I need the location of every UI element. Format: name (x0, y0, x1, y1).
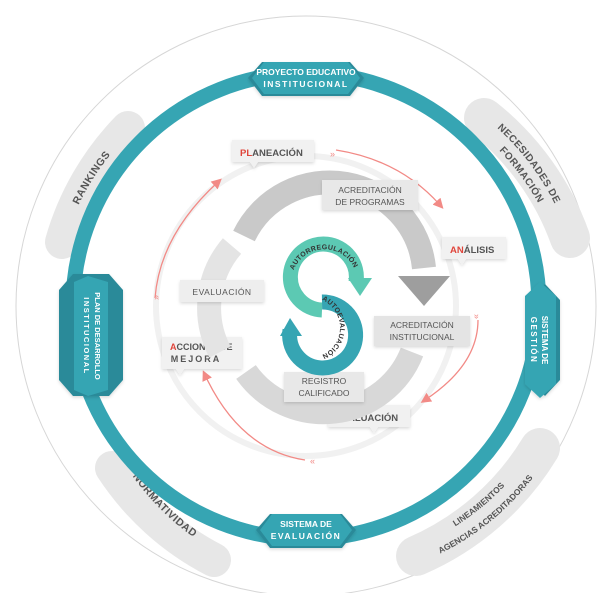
hub-right-line2: GESTIÓN (529, 317, 538, 364)
acred-programas-line1: ACREDITACIÓN (338, 185, 402, 195)
label-analisis: ANÁLISIS (442, 237, 506, 265)
double-chevron-icon: » (151, 295, 161, 300)
registro-line1: REGISTRO (302, 376, 347, 386)
acred-institucional-line1: ACREDITACIÓN (390, 320, 454, 330)
inner-label-acreditacion-programas: ACREDITACIÓN DE PROGRAMAS (322, 180, 418, 210)
double-chevron-icon: » (330, 149, 335, 159)
registro-line2: CALIFICADO (298, 388, 349, 398)
mint-arrowhead-icon (348, 278, 372, 296)
hub-top-line1: PROYECTO EDUCATIVO (256, 67, 356, 77)
inner-label-evaluacion: EVALUACIÓN (180, 280, 264, 302)
hub-bottom-line1: SISTEMA DE (280, 519, 332, 529)
acred-institucional-line2: INSTITUCIONAL (390, 332, 455, 342)
hub-bottom-badge: SISTEMA DE EVALUACIÓN (256, 514, 356, 548)
hub-top-badge: PROYECTO EDUCATIVO INSTITUCIONAL (248, 62, 364, 96)
label-planeacion: PLANEACIÓN (232, 140, 314, 168)
hub-bottom-line2: EVALUACIÓN (271, 530, 342, 541)
hub-top-line2: INSTITUCIONAL (263, 79, 348, 89)
hub-right-badge: SISTEMA DE GESTIÓN (525, 282, 560, 398)
arrow-analisis-evaluacion (420, 319, 479, 403)
inner-evaluacion-text: EVALUACIÓN (192, 287, 251, 297)
analisis-text: ANÁLISIS (450, 245, 494, 256)
planeacion-text: PLANEACIÓN (240, 147, 303, 159)
inner-label-registro: REGISTRO CALIFICADO (284, 372, 364, 402)
hub-left-line2: INSTITUCIONAL (82, 297, 91, 374)
double-chevron-icon: « (310, 456, 315, 466)
acciones-text-line2: MEJORA (171, 354, 222, 364)
gray-arrowhead-icon (398, 276, 450, 306)
cycle-arrows: » » « » (151, 149, 482, 466)
arrow-evaluacion-acciones (202, 370, 306, 461)
hub-right-line1: SISTEMA DE (540, 316, 549, 365)
outer-thin-ring (15, 15, 597, 593)
hub-left-badge: PLAN DE DESARROLLO INSTITUCIONAL (59, 274, 123, 396)
arrow-acciones-planeacion (154, 178, 222, 299)
inner-label-acreditacion-institucional: ACREDITACIÓN INSTITUCIONAL (374, 316, 470, 346)
hub-left-line1: PLAN DE DESARROLLO (93, 292, 102, 380)
acred-programas-line2: DE PROGRAMAS (335, 197, 405, 207)
arrow-planeacion-analisis (335, 149, 444, 209)
double-chevron-icon: » (472, 314, 482, 319)
teal-arrowhead-icon (280, 318, 302, 336)
center-s-symbol: AUTORREGULACIÓN AUTOEVALUACIÓN (280, 236, 372, 376)
label-acciones: ACCIONES DE MEJORA (162, 337, 242, 375)
